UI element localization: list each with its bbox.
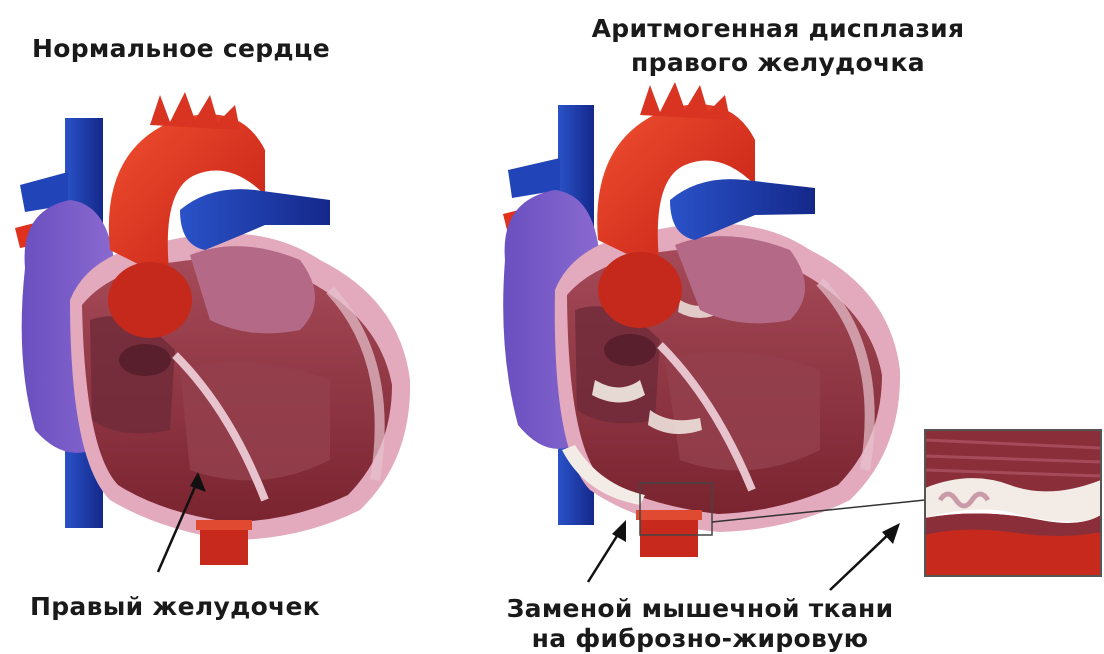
normal-heart-illustration xyxy=(15,92,410,565)
replacement-label-line1: Заменой мышечной ткани xyxy=(440,594,960,623)
right-ventricle-label: Правый желудочек xyxy=(30,592,320,621)
arvd-heart-illustration xyxy=(503,82,925,557)
arvd-title-line2: правого желудочка xyxy=(548,48,1008,77)
replacement-arrow-left xyxy=(588,520,626,582)
replacement-label-line2: на фиброзно-жировую xyxy=(440,624,960,653)
normal-heart-title: Нормальное сердце xyxy=(32,34,330,63)
replacement-arrow-right xyxy=(830,523,900,590)
zoom-inset xyxy=(925,430,1101,576)
arvd-title-line1: Аритмогенная дисплазия xyxy=(548,14,1008,43)
